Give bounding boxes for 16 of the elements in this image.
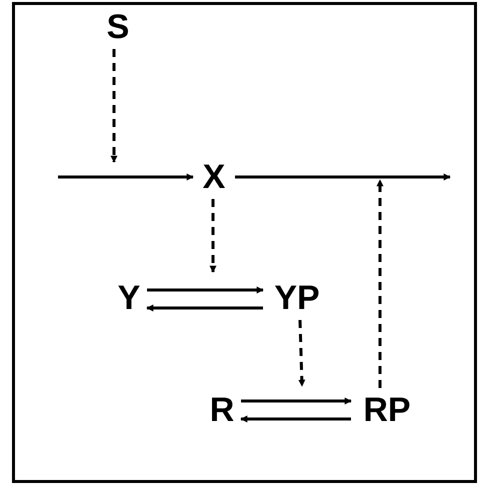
node-label: R xyxy=(210,393,234,427)
arrow xyxy=(210,199,216,273)
arrow xyxy=(240,416,351,422)
arrow xyxy=(298,320,306,387)
node-label: X xyxy=(202,160,226,194)
arrow xyxy=(235,174,451,180)
arrow xyxy=(58,174,194,180)
node-label: YP xyxy=(274,281,320,315)
node-label: Y xyxy=(118,281,140,315)
arrow xyxy=(376,179,384,388)
arrow xyxy=(146,304,263,312)
node-label: RP xyxy=(363,393,411,427)
arrow xyxy=(110,49,118,163)
arrow xyxy=(241,398,352,404)
node-label: S xyxy=(106,10,130,44)
arrow xyxy=(147,286,264,294)
